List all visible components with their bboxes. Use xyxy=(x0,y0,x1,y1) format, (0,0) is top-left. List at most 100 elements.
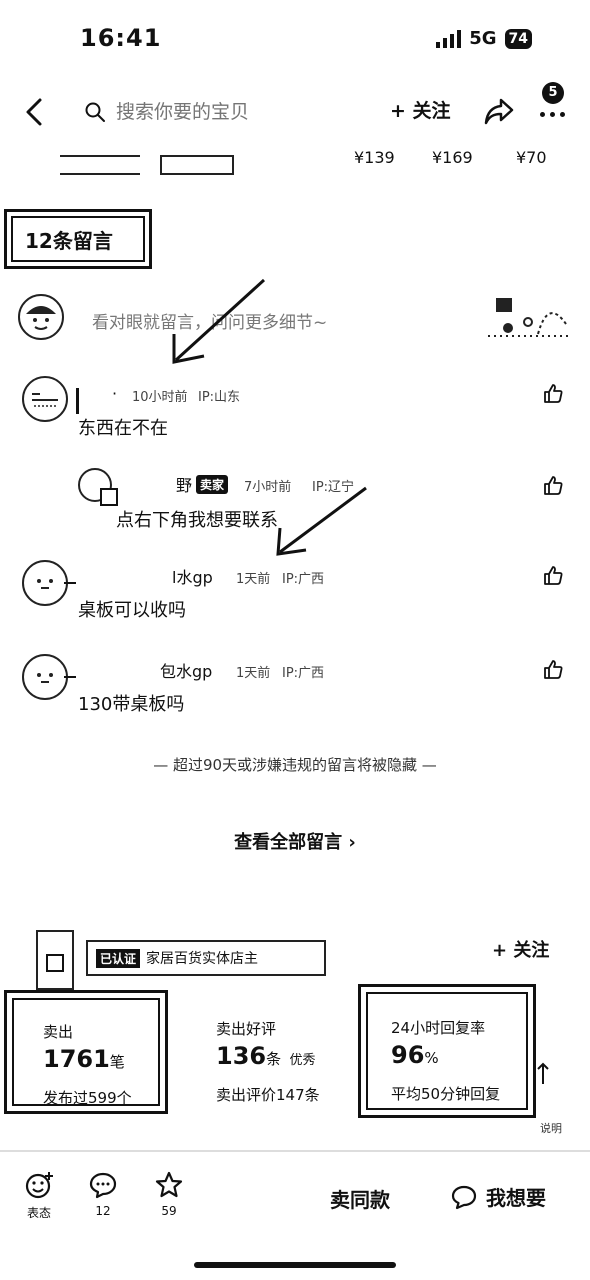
status-icons: 5G 74 xyxy=(436,28,532,49)
avatar xyxy=(78,468,112,502)
avatar-face-icon xyxy=(37,579,53,589)
annotation-arrow-icon xyxy=(276,486,367,556)
masked-item xyxy=(60,155,140,175)
comment-text: 点右下角我想要联系 xyxy=(116,510,278,531)
comment-ip: IP:广西 xyxy=(282,572,325,587)
stat-value: 136条 优秀 xyxy=(216,1042,316,1070)
seller-badge: 卖家 xyxy=(196,475,229,494)
comment-time: 7小时前 xyxy=(244,480,292,495)
avatar-badge xyxy=(100,488,118,506)
stat-sold-card[interactable]: 卖出 1761笔 发布过599个 xyxy=(4,990,168,1114)
stat-rating-label: 优秀 xyxy=(289,1053,316,1068)
search-input[interactable] xyxy=(114,100,358,124)
comment-time: 1天前 xyxy=(236,666,271,681)
shop-stats: 卖出 1761笔 发布过599个 卖出好评 136条 优秀 卖出评价147条 2… xyxy=(4,984,586,1135)
avatar-mark xyxy=(64,582,76,584)
comment-count-frame: 12条留言 xyxy=(4,209,152,269)
view-all-comments-link[interactable]: 查看全部留言 › xyxy=(234,832,356,853)
stat-sub: 平均50分钟回复 xyxy=(391,1085,501,1103)
arrow-up-icon xyxy=(537,1062,549,1084)
comment-prompt-text: 看对眼就留言，问问更多细节~ xyxy=(92,313,328,333)
follow-shop-button[interactable]: + 关注 xyxy=(492,940,550,961)
stat-label: 卖出 xyxy=(43,1023,74,1041)
react-button[interactable]: 表态 xyxy=(14,1170,64,1221)
stat-reply-card[interactable]: 24小时回复率 96% 平均50分钟回复 xyxy=(358,984,536,1118)
search-icon xyxy=(85,102,105,122)
avatar xyxy=(22,560,68,606)
sell-same-button[interactable]: 卖同款 xyxy=(330,1188,390,1212)
annotation-arrow-icon xyxy=(172,278,266,364)
name-cursor-mark xyxy=(76,388,79,414)
shop-header: 已认证 家居百货实体店主 + 关注 xyxy=(30,930,550,990)
back-arrow-icon[interactable] xyxy=(20,96,52,128)
stats-explain-link[interactable]: 说明 xyxy=(540,1122,562,1135)
shop-verified-badge: 已认证 xyxy=(96,948,141,968)
comment-text: 130带桌板吗 xyxy=(78,694,185,715)
comment-username[interactable]: 包水gp xyxy=(160,662,213,681)
avatar xyxy=(22,654,68,700)
sticker-icon xyxy=(488,298,572,337)
related-price[interactable]: ¥169 xyxy=(432,148,473,167)
stat-value: 1761笔 xyxy=(43,1045,125,1073)
avatar-face-icon xyxy=(26,306,56,330)
masked-item xyxy=(160,155,234,175)
bottom-action-bar: 表态 12 59 卖同款 我想要 xyxy=(0,1160,590,1240)
avatar-text-logo-icon xyxy=(32,393,58,407)
comment-hidden-notice: — 超过90天或涉嫌违规的留言将被隐藏 — xyxy=(153,756,437,774)
stat-label: 卖出好评 xyxy=(216,1020,277,1038)
comment-bubble-icon xyxy=(89,1172,117,1199)
emoji-face-icon xyxy=(25,1172,53,1199)
comment-ip: IP:广西 xyxy=(282,666,325,681)
comment-prompt[interactable]: 看对眼就留言，问问更多细节~ xyxy=(18,294,578,346)
signal-icon xyxy=(436,29,462,48)
status-time: 16:41 xyxy=(80,24,162,52)
network-type: 5G xyxy=(469,28,497,49)
comment-item: l水gp 1天前 IP:广西 桌板可以收吗 xyxy=(0,552,590,632)
battery-icon: 74 xyxy=(504,28,532,49)
more-dots-icon xyxy=(540,112,565,117)
stat-reviews-card[interactable]: 卖出好评 136条 优秀 卖出评价147条 xyxy=(180,990,350,1114)
related-price[interactable]: ¥70 xyxy=(516,148,547,167)
shop-avatar[interactable] xyxy=(36,930,74,990)
thumbs-up-icon[interactable] xyxy=(542,564,564,586)
stat-label: 24小时回复率 xyxy=(391,1019,486,1037)
comment-username[interactable]: 野卖家 xyxy=(176,472,229,496)
stat-value: 96% xyxy=(391,1041,439,1069)
stat-sub: 卖出评价147条 xyxy=(216,1086,320,1104)
shop-avatar-mark xyxy=(46,954,64,972)
comment-username[interactable]: · xyxy=(112,384,118,403)
comment-item: · 10小时前 IP:山东 东西在不在 xyxy=(0,368,590,448)
comment-time: 1天前 xyxy=(236,572,271,587)
comment-ip: IP:辽宁 xyxy=(312,480,355,495)
comment-text: 东西在不在 xyxy=(78,418,168,439)
stat-sub: 发布过599个 xyxy=(43,1089,132,1107)
divider xyxy=(0,1150,590,1162)
favorite-button[interactable]: 59 xyxy=(144,1170,194,1218)
home-indicator xyxy=(194,1262,396,1268)
avatar-mark xyxy=(64,676,76,678)
comment-count: 12条留言 xyxy=(11,216,145,262)
avatar-face-icon xyxy=(37,673,53,683)
chat-bubble-icon xyxy=(451,1185,477,1209)
thumbs-up-icon[interactable] xyxy=(542,658,564,680)
i-want-button[interactable]: 我想要 xyxy=(450,1182,546,1211)
comment-button[interactable]: 12 xyxy=(78,1170,128,1218)
comment-time: 10小时前 xyxy=(132,390,188,405)
avatar xyxy=(22,376,68,422)
avatar xyxy=(18,294,64,340)
comment-reply-item: 野卖家 7小时前 IP:辽宁 点右下角我想要联系 xyxy=(0,462,590,532)
more-menu-button[interactable]: 5 xyxy=(536,82,576,132)
related-price[interactable]: ¥139 xyxy=(354,148,395,167)
search-bar[interactable] xyxy=(84,94,358,130)
notification-badge: 5 xyxy=(542,82,564,104)
comment-username[interactable]: l水gp xyxy=(172,568,213,587)
follow-button[interactable]: + 关注 xyxy=(390,100,451,122)
comment-text: 桌板可以收吗 xyxy=(78,600,186,621)
share-icon[interactable] xyxy=(482,94,516,128)
shop-name[interactable]: 已认证 家居百货实体店主 xyxy=(86,940,326,976)
shop-title: 家居百货实体店主 xyxy=(146,951,259,967)
thumbs-up-icon[interactable] xyxy=(542,474,564,496)
thumbs-up-icon[interactable] xyxy=(542,382,564,404)
comment-item: 包水gp 1天前 IP:广西 130带桌板吗 xyxy=(0,646,590,726)
star-icon xyxy=(155,1171,183,1198)
